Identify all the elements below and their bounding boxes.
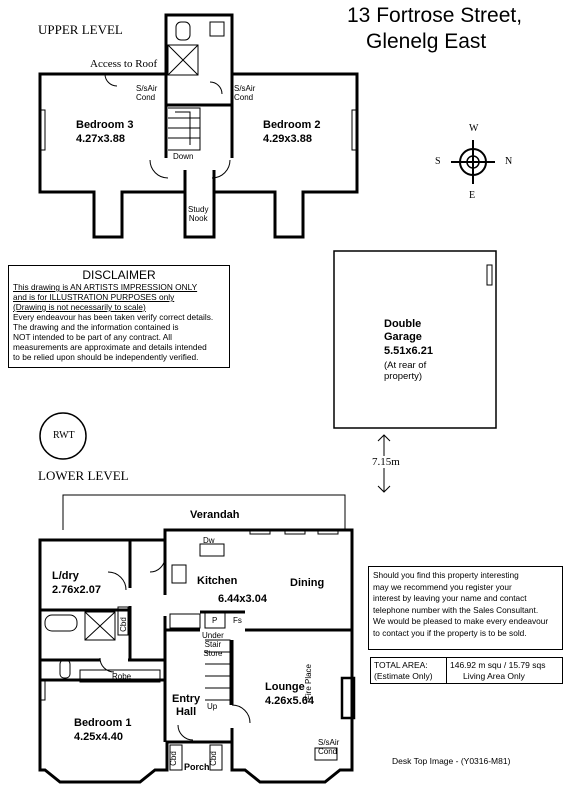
stairs-up-label: Up: [207, 702, 218, 711]
cupboard-porch-left: Cbd: [168, 751, 178, 766]
garage-dim: 5.51x6.21: [384, 345, 433, 357]
compass-west: W: [469, 123, 479, 134]
verandah-label: Verandah: [190, 509, 240, 521]
rwt-label: RWT: [53, 430, 75, 441]
lower-ac-label: S/sAir Cond: [318, 738, 340, 756]
dishwasher-label: Dw: [203, 536, 215, 545]
porch-label: Porch: [184, 762, 210, 772]
bedroom-3-dim: 4.27x3.88: [76, 133, 125, 145]
under-stair-store-label: Under Stair Store: [202, 631, 224, 658]
fire-place-label: Fire Place: [304, 663, 313, 700]
upper-level-heading: UPPER LEVEL: [38, 22, 123, 37]
info-box: Should you find this property interestin…: [368, 566, 563, 650]
disclaimer-line-4: Every endeavour has been taken verify co…: [13, 312, 214, 322]
upper-ac-right: S/sAir Cond: [234, 84, 256, 102]
kitchen-name: Kitchen: [197, 575, 238, 587]
disclaimer-box: DISCLAIMER This drawing is AN ARTISTS IM…: [8, 265, 230, 368]
fridge-space-label: Fs: [233, 616, 242, 625]
study-nook-label: Study Nook: [188, 205, 209, 223]
lounge-name: Lounge: [265, 681, 305, 693]
cupboard-porch-right: Cbd: [208, 751, 218, 766]
garage-distance: 7.15m: [372, 456, 400, 468]
info-text: Should you find this property interestin…: [373, 570, 549, 638]
laundry-dim: 2.76x2.07: [52, 584, 101, 596]
area-label: TOTAL AREA: (Estimate Only): [374, 660, 433, 681]
disclaimer-line-5: The drawing and the information containe…: [13, 322, 179, 332]
bedroom-2-dim: 4.29x3.88: [263, 133, 312, 145]
compass-south: S: [435, 156, 441, 167]
area-box: TOTAL AREA: (Estimate Only) 146.92 m squ…: [370, 657, 563, 684]
upper-level-outline: [38, 13, 359, 239]
pantry-label: P: [212, 616, 218, 625]
disclaimer-line-2: and is for ILLUSTRATION PURPOSES only: [13, 292, 175, 302]
robe-label: Robe: [112, 672, 132, 681]
stairs-down-label: Down: [173, 152, 194, 161]
disclaimer-line-3: (Drawing is not necessarily to scale): [13, 302, 146, 312]
garage-name: Double Garage: [384, 318, 422, 343]
disclaimer-line-6: NOT intended to be part of any contract.…: [13, 332, 172, 342]
cupboard-laundry: Cbd: [118, 617, 128, 632]
address-line-1: 13 Fortrose Street,: [347, 4, 523, 27]
lower-level-heading: LOWER LEVEL: [38, 468, 129, 483]
disclaimer-line-7: measurements are approximate and details…: [13, 342, 207, 352]
disclaimer-line-1: This drawing is AN ARTISTS IMPRESSION ON…: [13, 282, 198, 292]
lounge-dim: 4.26x5.64: [265, 695, 314, 707]
disclaimer-line-8: to be relied upon should be independentl…: [13, 352, 199, 362]
bedroom-3-name: Bedroom 3: [76, 119, 134, 131]
garage-note: (At rear of property): [384, 360, 427, 382]
lower-level-outline: [38, 528, 354, 784]
entry-hall-label: Entry Hall: [172, 693, 201, 718]
bedroom-1-name: Bedroom 1: [74, 717, 132, 729]
laundry-name: L/dry: [52, 570, 79, 582]
compass-north: N: [505, 156, 513, 167]
access-roof-label: Access to Roof: [90, 58, 158, 70]
upper-ac-left: S/sAir Cond: [136, 84, 158, 102]
area-note: Living Area Only: [463, 671, 525, 681]
dining-label: Dining: [290, 577, 325, 589]
compass-east: E: [469, 190, 476, 201]
address-line-2: Glenelg East: [366, 30, 487, 53]
area-value: 146.92 m squ / 15.79 sqs: [450, 660, 546, 670]
kitchen-dim: 6.44x3.04: [218, 593, 267, 605]
footer-credit: Desk Top Image - (Y0316-M81): [392, 756, 511, 766]
disclaimer-title: DISCLAIMER: [82, 268, 156, 282]
bedroom-2-name: Bedroom 2: [263, 119, 321, 131]
bedroom-1-dim: 4.25x4.40: [74, 731, 123, 743]
